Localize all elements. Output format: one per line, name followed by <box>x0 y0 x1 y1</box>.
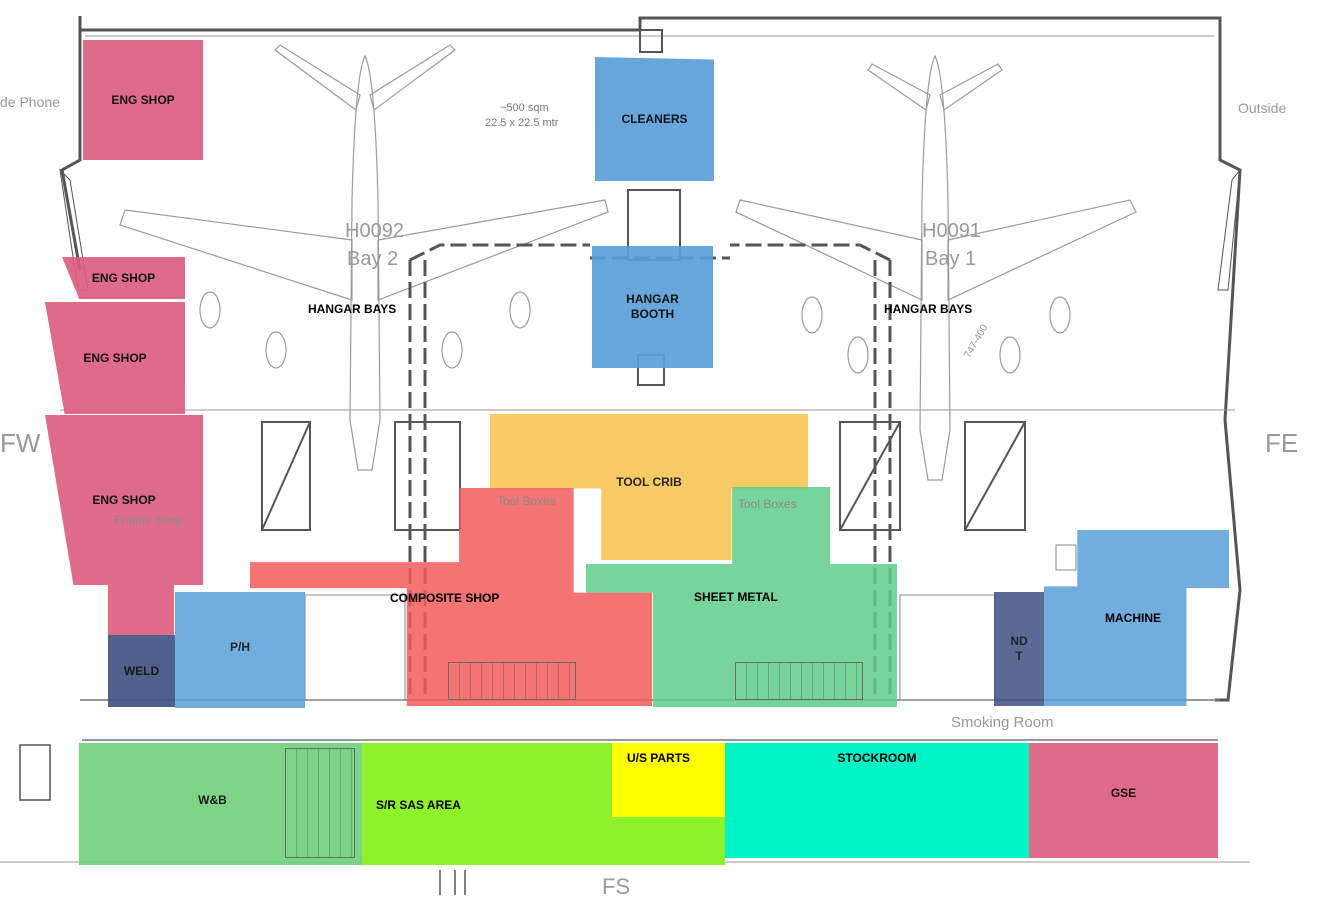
hangar-bays-right-label: HANGAR BAYS <box>884 302 973 316</box>
zone-label: ENG SHOP <box>83 350 147 365</box>
zone-eng-shop-lower <box>108 585 174 635</box>
dimension-label: 22.5 x 22.5 mtr <box>485 117 559 129</box>
fw-label: FW <box>0 428 41 458</box>
fs-label: FS <box>602 874 631 899</box>
zone-label-line1: ND <box>1010 634 1028 648</box>
shelving-wb <box>285 748 355 858</box>
zone-weld[interactable]: WELD <box>108 635 175 707</box>
composite-shop-label: COMPOSITE SHOP <box>390 591 500 605</box>
fe-label: FE <box>1265 428 1299 458</box>
zone-eng-shop-4[interactable]: ENG SHOP <box>45 415 203 585</box>
outside-phone-label: de Phone <box>0 94 60 110</box>
zone-label: U/S PARTS <box>626 751 691 765</box>
zone-hangar-booth[interactable]: HANGAR BOOTH <box>592 246 713 368</box>
bay1-label: Bay 1 <box>925 248 977 270</box>
zone-label: P/H <box>229 639 250 654</box>
tool-boxes-right-label: Tool Boxes <box>738 497 797 511</box>
engine-shop-sub-label: Engine Shop <box>114 513 183 527</box>
zone-stockroom[interactable]: STOCKROOM <box>725 743 1029 858</box>
machine-label: MACHINE <box>1105 611 1161 625</box>
h0091-label: H0091 <box>922 220 981 242</box>
hangar-bays-left-label: HANGAR BAYS <box>308 302 397 316</box>
smoking-room-label: Smoking Room <box>951 714 1054 731</box>
bench-sheet-metal <box>735 662 863 700</box>
zone-label: CLEANERS <box>621 111 688 126</box>
h0092-label: H0092 <box>345 220 404 242</box>
zone-label: WELD <box>123 663 160 678</box>
zone-gse[interactable]: GSE <box>1029 743 1218 858</box>
zone-label: TOOL CRIB <box>616 474 682 489</box>
outside-label: Outside <box>1238 100 1287 116</box>
sheet-metal-label: SHEET METAL <box>694 590 778 604</box>
zone-label: ENG SHOP <box>111 92 175 107</box>
bench-composite <box>448 662 576 700</box>
zone-ph[interactable]: P/H <box>175 592 305 708</box>
zone-ndt[interactable]: ND T <box>994 592 1044 706</box>
zone-us-parts[interactable]: U/S PARTS <box>612 743 725 817</box>
zone-label: S/R SAS AREA <box>376 798 461 812</box>
zone-label: ENG SHOP <box>91 270 156 285</box>
zone-eng-shop-1[interactable]: ENG SHOP <box>83 40 203 160</box>
area-label: ~500 sqm <box>500 102 549 114</box>
zone-wb[interactable]: W&B <box>79 743 362 865</box>
zone-label-line2: T <box>1015 649 1023 663</box>
zone-eng-shop-2[interactable]: ENG SHOP <box>62 257 185 299</box>
tool-boxes-left-label: Tool Boxes <box>497 494 556 508</box>
zone-cleaners[interactable]: CLEANERS <box>595 57 714 181</box>
zone-label-line2: BOOTH <box>630 307 675 321</box>
zone-label: GSE <box>1110 786 1137 800</box>
zone-label-line1: HANGAR <box>626 292 679 306</box>
zone-eng-shop-3[interactable]: ENG SHOP <box>45 302 185 414</box>
bay2-label: Bay 2 <box>347 248 399 270</box>
zone-label: ENG SHOP <box>92 492 156 507</box>
zone-label: W&B <box>198 792 227 807</box>
zone-label: STOCKROOM <box>837 751 917 765</box>
